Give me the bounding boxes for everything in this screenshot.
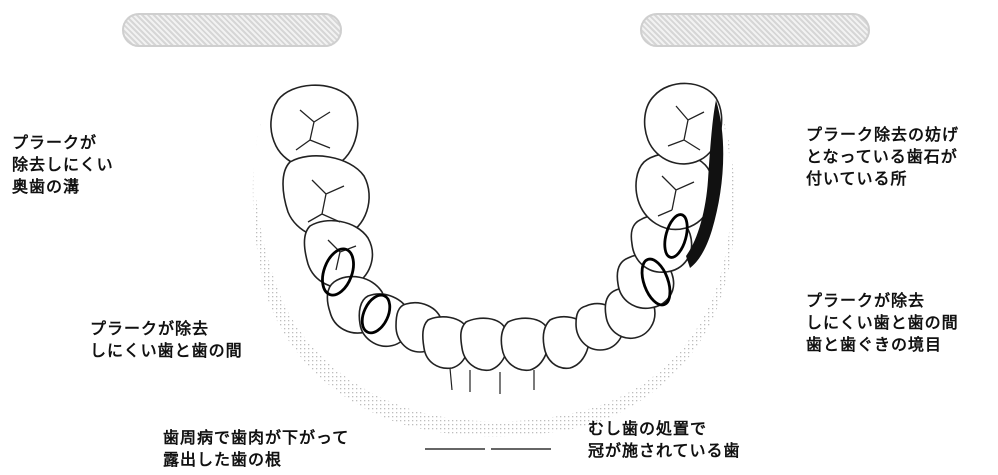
label-between-teeth-left: プラークが除去 しにくい歯と歯の間 (90, 318, 243, 362)
legend-dash-line (425, 448, 555, 450)
label-calculus: プラーク除去の妨げ となっている歯石が 付いている所 (806, 124, 959, 190)
tooth-incisor-3 (501, 318, 549, 370)
label-exposed-root: 歯周病で歯肉が下がって 露出した歯の根 (163, 427, 349, 471)
label-crowned-tooth: むし歯の処置で 冠が施されている歯 (588, 418, 741, 462)
label-between-teeth-gumline: プラークが除去 しにくい歯と歯の間 歯と歯ぐきの境目 (806, 290, 959, 356)
label-molar-grooves: プラークが 除去しにくい 奥歯の溝 (12, 132, 114, 198)
